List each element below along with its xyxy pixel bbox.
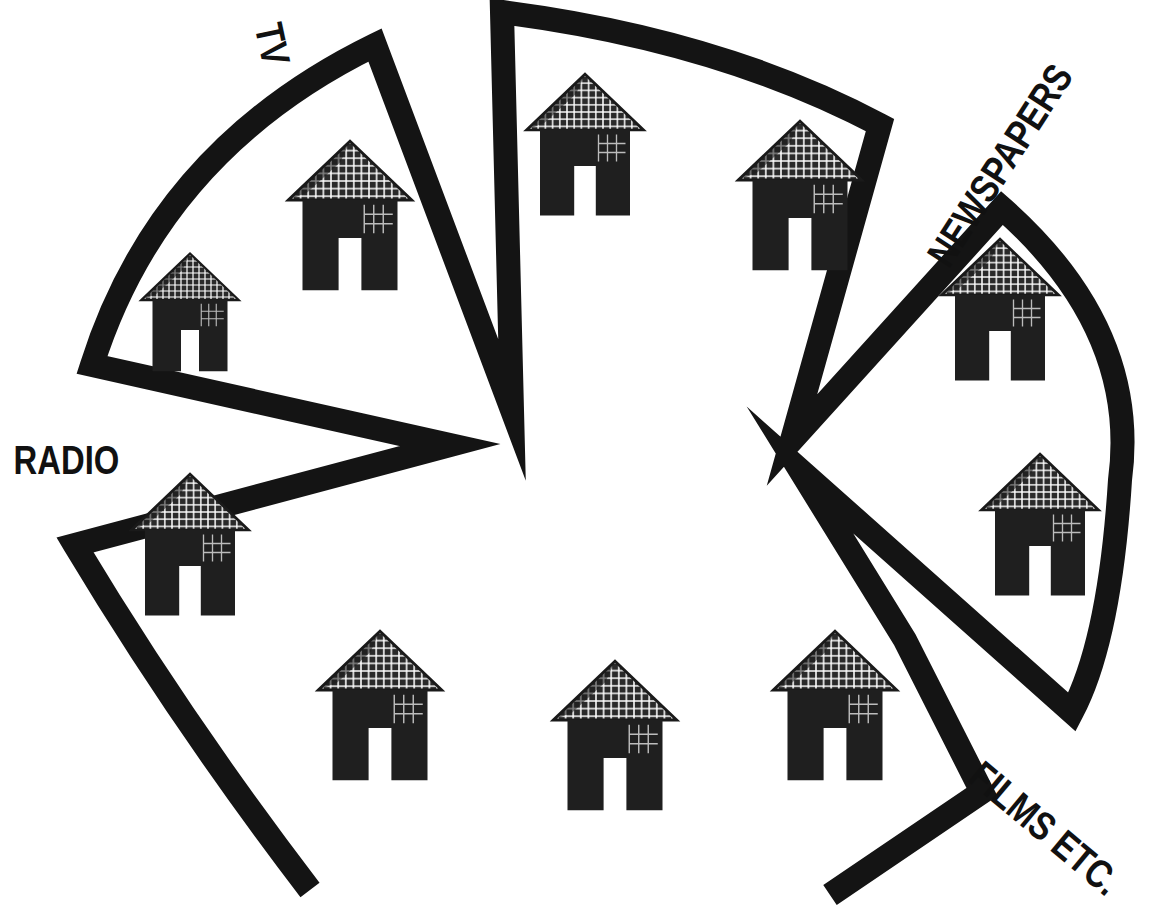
media-label: FILMS ETC. [962, 754, 1127, 902]
house-icons [132, 74, 1099, 810]
media-label: RADIO [13, 440, 119, 480]
media-band [75, 12, 1123, 895]
media-label: TV [248, 19, 296, 68]
